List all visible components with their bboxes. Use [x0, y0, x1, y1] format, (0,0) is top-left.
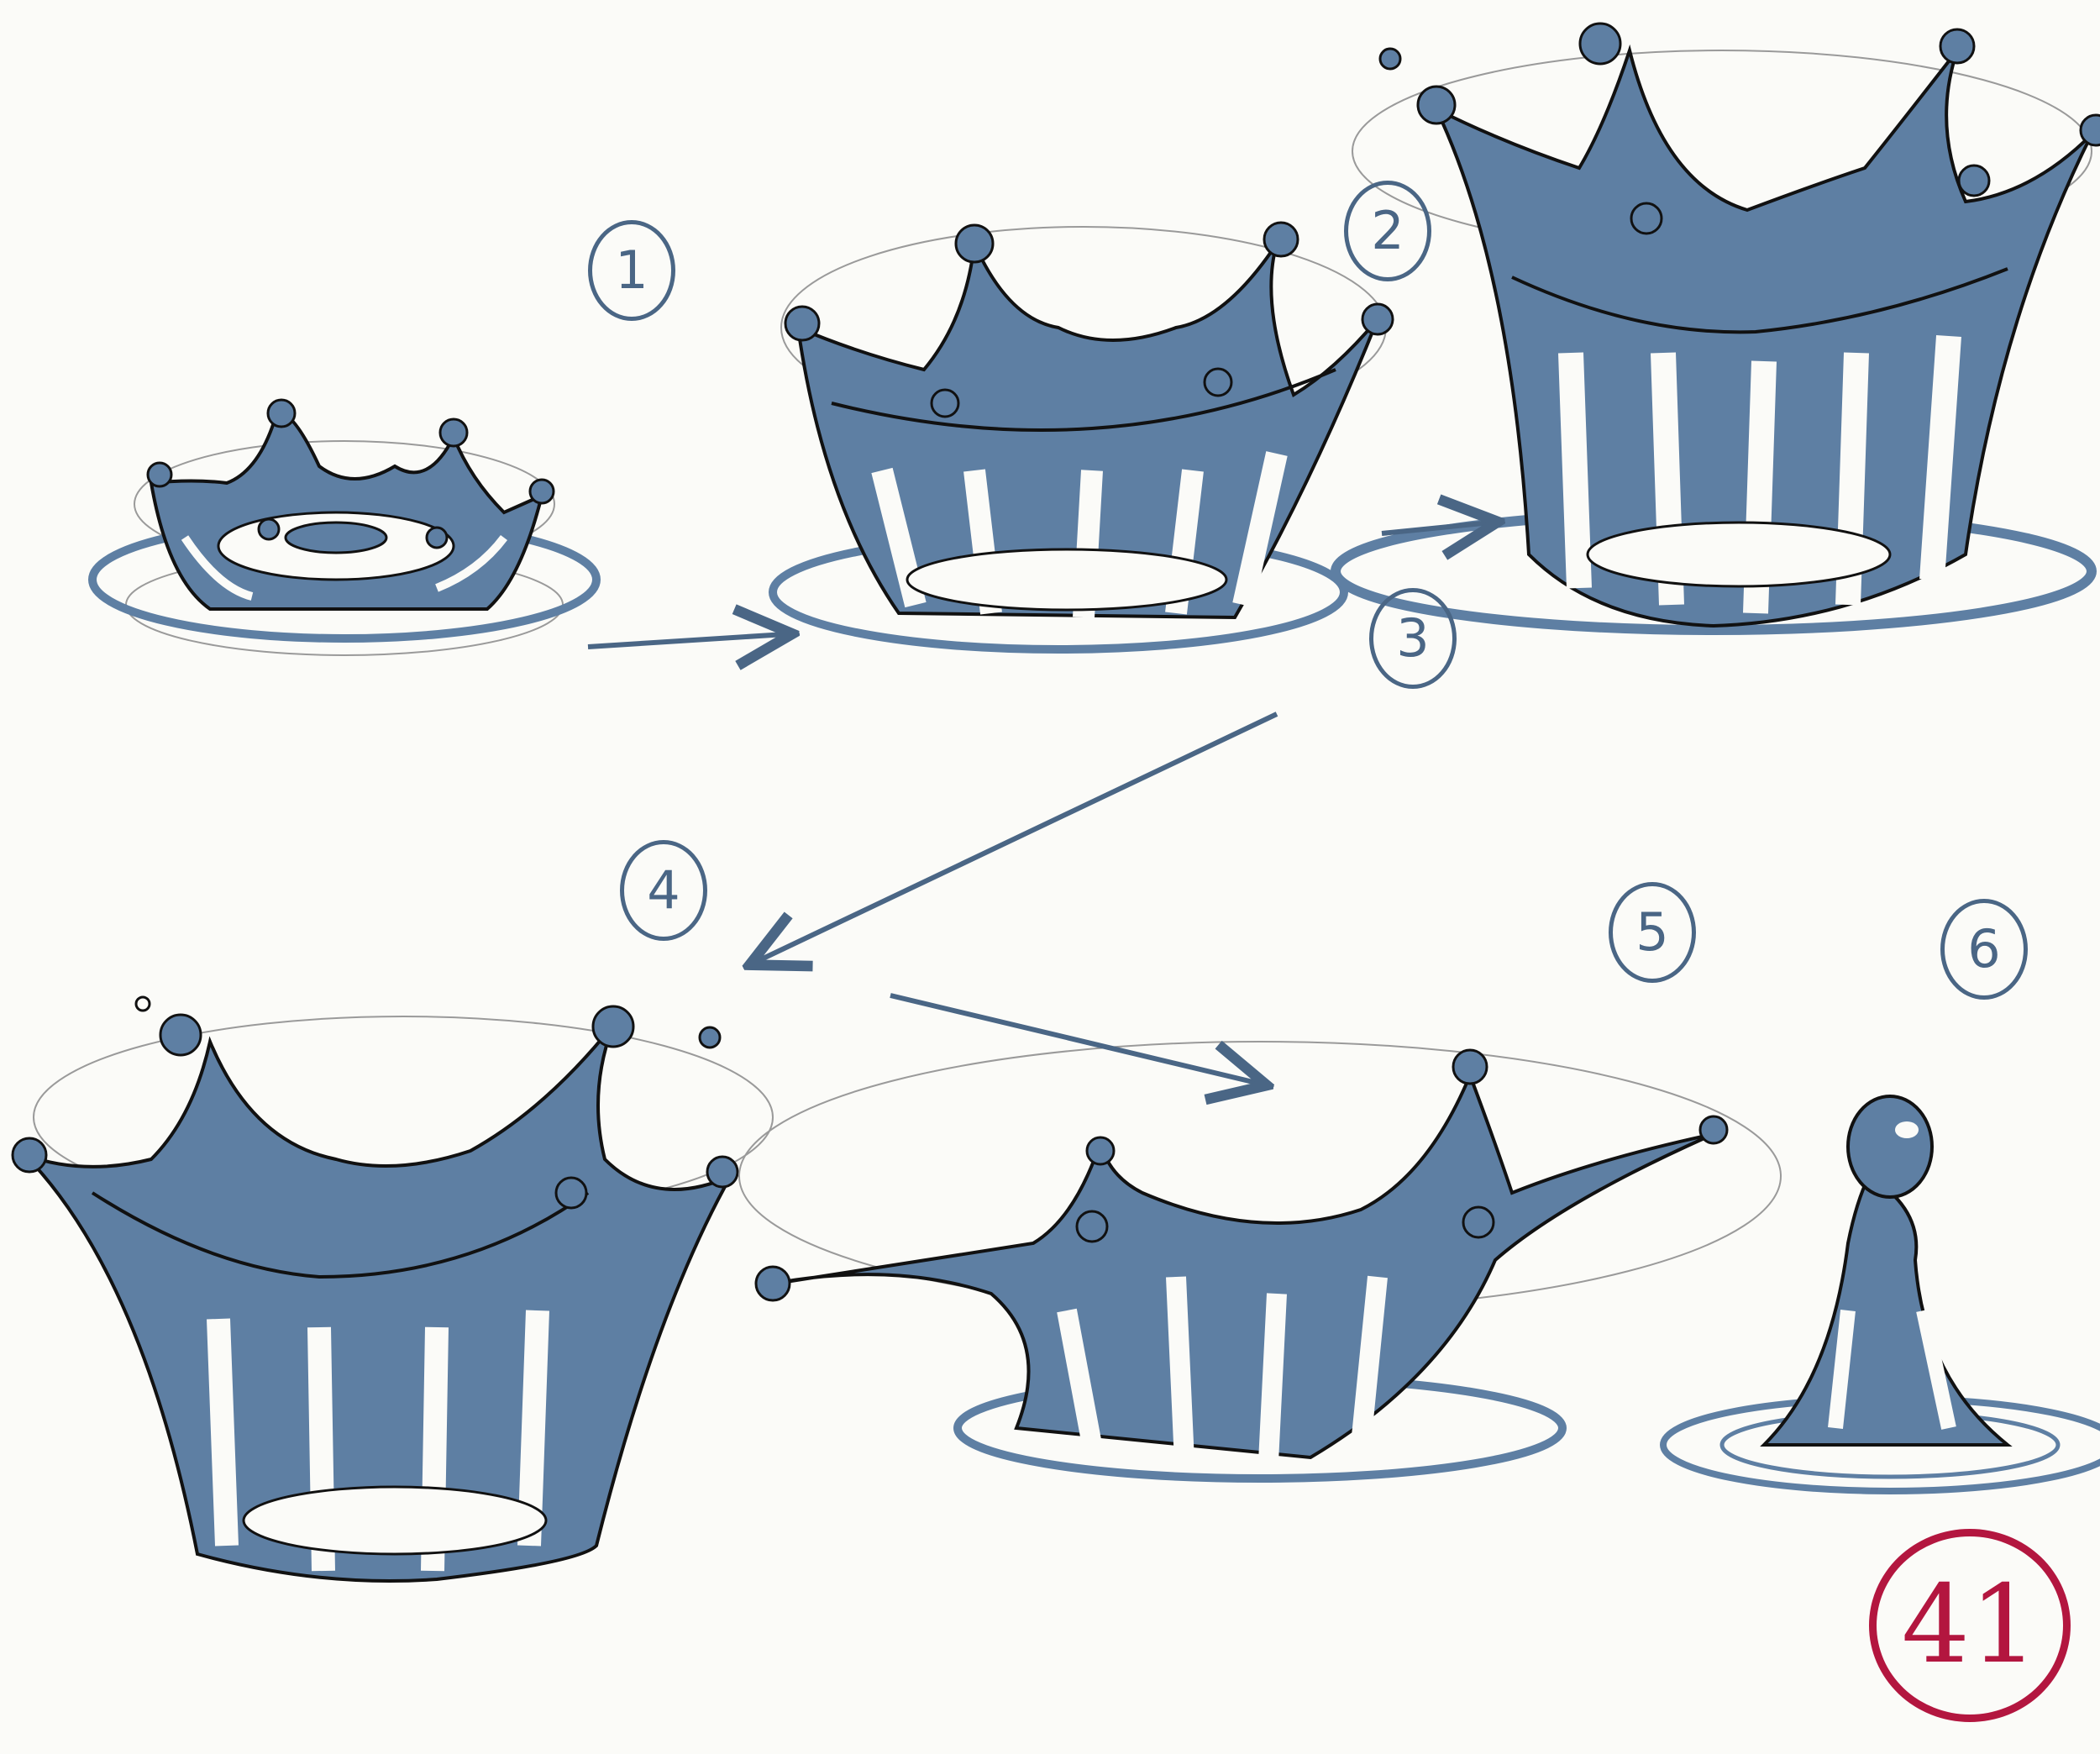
page-number: 41: [1869, 1529, 2071, 1722]
stage-5-ring: [1609, 882, 1696, 983]
stage-3-label: 3: [1396, 607, 1430, 669]
stage-5-label: 5: [1635, 901, 1669, 963]
splash-stage-4: [11, 995, 774, 1583]
arrow-2-to-3: [1381, 523, 1491, 533]
arrow-4-to-5: [890, 993, 1260, 1084]
splash-stage-5: [738, 1041, 1782, 1483]
stage-3-ring: [1369, 588, 1457, 689]
arrow-1-to-2: [587, 634, 785, 647]
stage-1-label: 1: [615, 239, 648, 301]
splash-stage-2: [769, 221, 1394, 654]
stage-2-ring: [1344, 181, 1431, 281]
stage-1-ring: [588, 220, 675, 321]
stage-6-label: 6: [1967, 918, 2001, 979]
splash-stage-1: [88, 398, 601, 656]
splash-stage-6: [1660, 1095, 2100, 1494]
stage-4-label: 4: [647, 859, 680, 921]
stage-6-ring: [1940, 899, 2028, 1000]
splash-stage-3: [1331, 22, 2100, 635]
stage-2-label: 2: [1371, 200, 1404, 261]
arrow-3-to-4: [756, 712, 1278, 962]
stage-4-ring: [620, 840, 707, 941]
